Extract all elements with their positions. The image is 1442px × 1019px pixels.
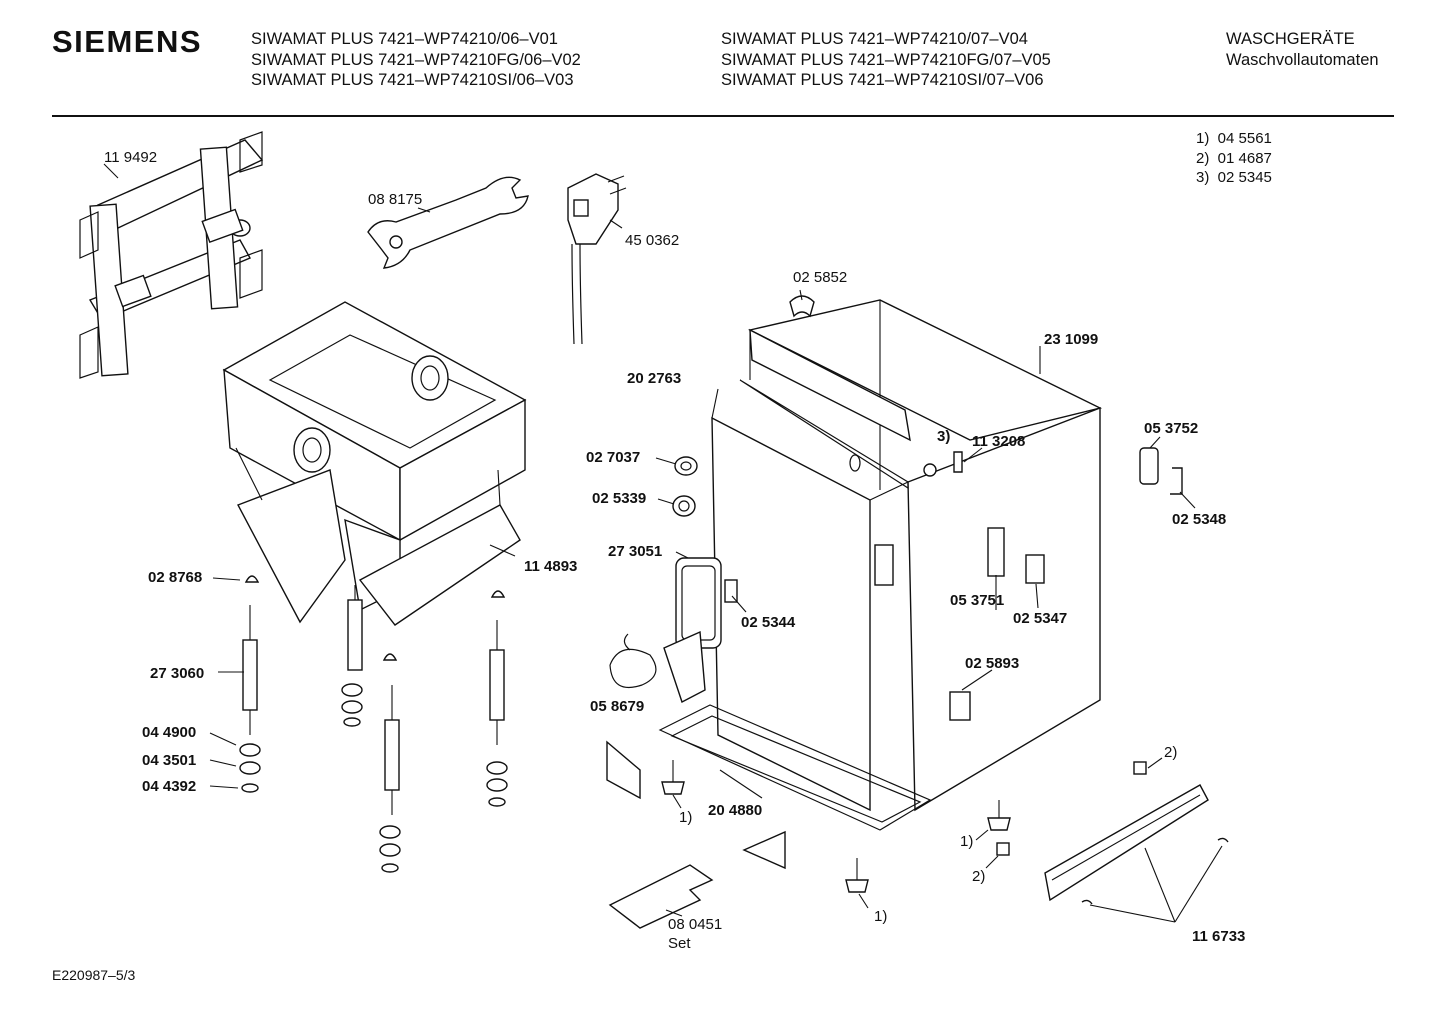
label-04-4392: 04 4392 bbox=[142, 778, 196, 795]
brand-logo: SIEMENS bbox=[52, 24, 203, 59]
label-27-3060: 27 3060 bbox=[150, 665, 204, 682]
grommet-drawing bbox=[672, 456, 698, 517]
category-block: WASCHGERÄTE Waschvollautomaten bbox=[1226, 29, 1379, 70]
header-divider bbox=[52, 115, 1394, 117]
footnote-legend: 1) 04 5561 2) 01 4687 3) 02 5345 bbox=[1196, 129, 1272, 188]
cable-harness-drawing bbox=[609, 630, 706, 704]
label-footnote-1c: 1) bbox=[874, 908, 887, 925]
tub-cradle-drawing bbox=[222, 301, 527, 626]
label-02-7037: 02 7037 bbox=[586, 449, 640, 466]
label-02-8768: 02 8768 bbox=[148, 569, 202, 586]
label-02-5893: 02 5893 bbox=[965, 655, 1019, 672]
model-list-right: SIWAMAT PLUS 7421–WP74210/07–V04 SIWAMAT… bbox=[721, 29, 1051, 91]
label-20-2763: 20 2763 bbox=[627, 370, 681, 387]
label-02-5339: 02 5339 bbox=[592, 490, 646, 507]
model-line: SIWAMAT PLUS 7421–WP74210FG/07–V05 bbox=[721, 50, 1051, 69]
model-line: SIWAMAT PLUS 7421–WP74210/07–V04 bbox=[721, 30, 1028, 48]
label-02-5347: 02 5347 bbox=[1013, 610, 1067, 627]
label-02-5348: 02 5348 bbox=[1172, 511, 1226, 528]
category-title: WASCHGERÄTE bbox=[1226, 30, 1355, 48]
feet-and-brackets-drawing bbox=[606, 740, 1011, 893]
label-05-8679: 05 8679 bbox=[590, 698, 644, 715]
label-08-0451: 08 0451 bbox=[668, 916, 722, 933]
footnote-item: 3) 02 5345 bbox=[1196, 169, 1272, 186]
label-05-3751: 05 3751 bbox=[950, 592, 1004, 609]
label-11-6733: 11 6733 bbox=[1192, 928, 1245, 945]
label-11-3208: 11 3208 bbox=[972, 433, 1025, 450]
label-footnote-2b: 2) bbox=[972, 868, 985, 885]
label-04-3501: 04 3501 bbox=[142, 752, 196, 769]
shock-absorber-drawing bbox=[242, 585, 505, 815]
clip-brackets-drawing bbox=[724, 295, 1229, 905]
label-45-0362: 45 0362 bbox=[625, 232, 679, 249]
washer-stack-drawing bbox=[239, 575, 508, 873]
label-footnote-3: 3) bbox=[937, 428, 950, 445]
footnote-item: 1) 04 5561 bbox=[1196, 130, 1272, 147]
label-set: Set bbox=[668, 935, 691, 952]
label-08-8175: 08 8175 bbox=[368, 191, 422, 208]
plinth-panel-drawing bbox=[1044, 784, 1209, 902]
spanner-drawing bbox=[367, 176, 529, 269]
transport-bracket-drawing bbox=[79, 131, 264, 379]
category-subtitle: Waschvollautomaten bbox=[1226, 50, 1379, 69]
label-20-4880: 20 4880 bbox=[708, 802, 762, 819]
leader-lines bbox=[103, 163, 1223, 923]
label-04-4900: 04 4900 bbox=[142, 724, 196, 741]
label-11-9492: 11 9492 bbox=[104, 149, 157, 166]
footnote-item: 2) 01 4687 bbox=[1196, 149, 1272, 167]
model-line: SIWAMAT PLUS 7421–WP74210/06–V01 bbox=[251, 30, 558, 48]
model-line: SIWAMAT PLUS 7421–WP74210SI/07–V06 bbox=[721, 71, 1044, 89]
label-02-5344: 02 5344 bbox=[741, 614, 796, 631]
label-23-1099: 23 1099 bbox=[1044, 331, 1098, 348]
label-footnote-1a: 1) bbox=[679, 809, 692, 826]
label-11-4893: 11 4893 bbox=[524, 558, 577, 575]
label-27-3051: 27 3051 bbox=[608, 543, 662, 560]
label-footnote-2a: 2) bbox=[1164, 744, 1177, 761]
label-05-3752: 05 3752 bbox=[1144, 420, 1198, 437]
document-number: E220987–5/3 bbox=[52, 967, 136, 983]
label-footnote-1b: 1) bbox=[960, 833, 973, 850]
model-line: SIWAMAT PLUS 7421–WP74210SI/06–V03 bbox=[251, 71, 574, 89]
label-02-5852: 02 5852 bbox=[793, 269, 847, 286]
mains-plug-drawing bbox=[567, 173, 627, 345]
tool-set-drawing bbox=[608, 864, 714, 929]
model-list-left: SIWAMAT PLUS 7421–WP74210/06–V01 SIWAMAT… bbox=[251, 29, 581, 91]
model-line: SIWAMAT PLUS 7421–WP74210FG/06–V02 bbox=[251, 50, 581, 69]
